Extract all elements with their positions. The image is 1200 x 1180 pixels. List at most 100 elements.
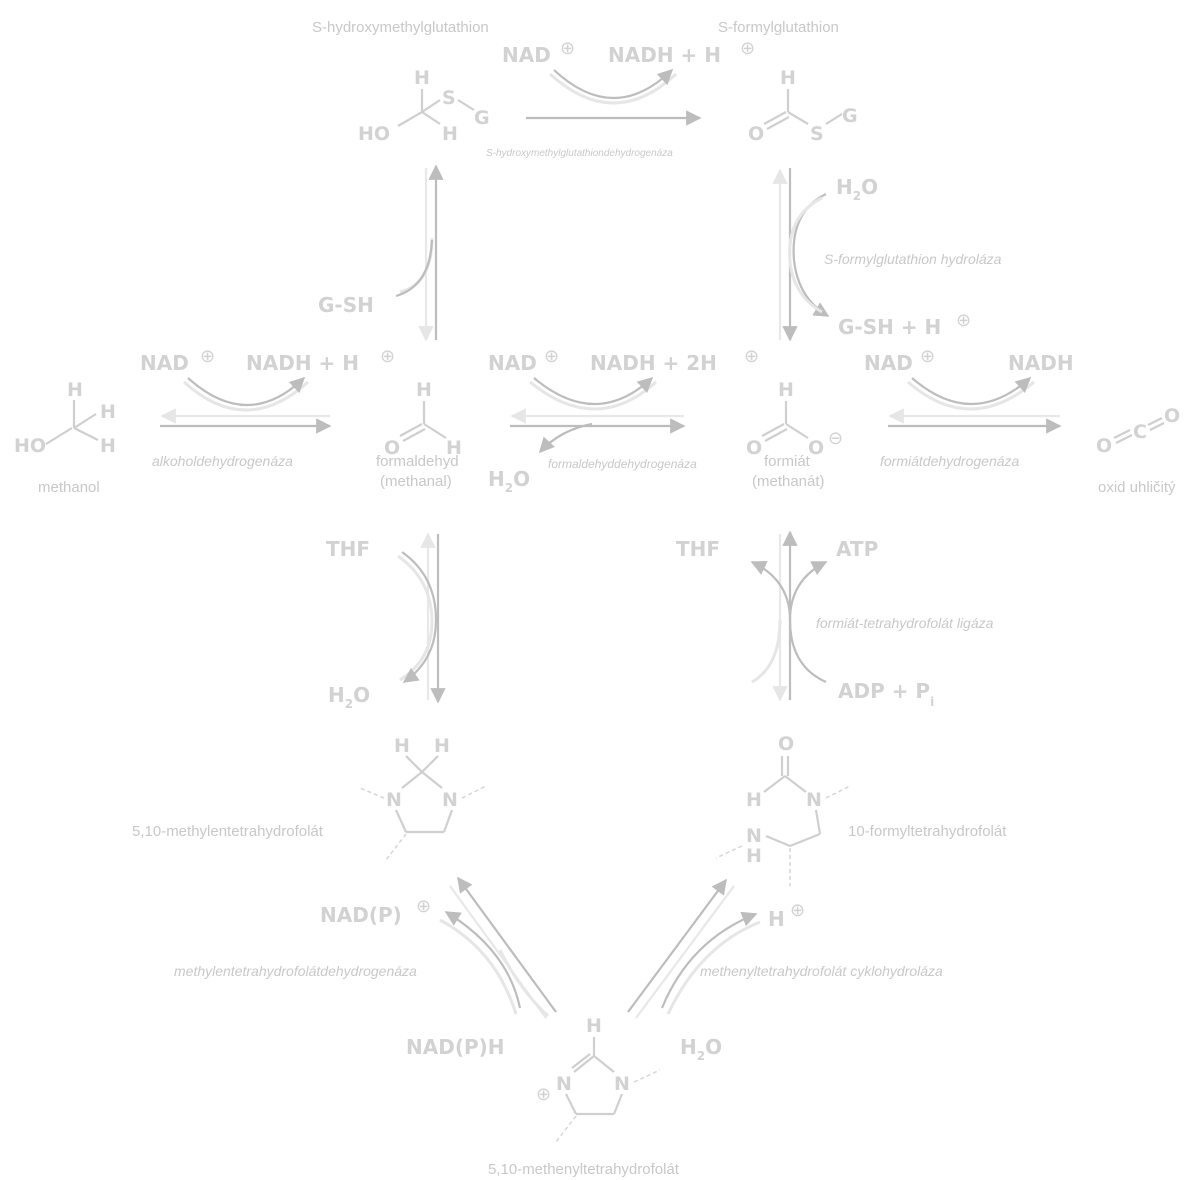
fthf-n1: N	[806, 789, 822, 811]
enzyme-hmgdh: S-hydroxymethylglutathiondehydrogenáza	[486, 148, 673, 159]
reaction-ftl: THF ATP ADP + Pi formiát-tetrahydrofolát…	[676, 530, 994, 709]
fgh-gsh-charge: ⊕	[956, 310, 971, 331]
reaction-fdh: NAD ⊕ NADH formiátdehydrogenáza	[864, 346, 1074, 469]
shmg-hydroxyl: HO	[358, 123, 390, 145]
hmgdh-nadh-charge: ⊕	[740, 38, 755, 59]
reaction-adh: NAD ⊕ NADH + H ⊕ alkoholdehydrogenáza	[140, 346, 395, 469]
sfg-h: H	[780, 67, 796, 89]
s-hydroxymethylglutathion-label: S-hydroxymethylglutathion	[312, 19, 489, 36]
formate-o1: O	[746, 437, 762, 459]
formate-label: formiát	[764, 453, 811, 470]
fdh-nad-charge: ⊕	[920, 346, 935, 367]
formaldehyde-h-top: H	[416, 379, 432, 401]
reaction-mthfd: NAD(P) ⊕ NAD(P)H methylentetrahydrofolát…	[174, 876, 557, 1059]
formate-h: H	[778, 379, 794, 401]
enzyme-mthfc: methenyltetrahydrofolát cyklohydroláza	[700, 963, 943, 979]
fthf-n2: N	[746, 825, 762, 847]
formaldehyde-o: O	[384, 437, 400, 459]
adp-pi-label: ADP + Pi	[838, 679, 934, 709]
mthfd-nadp: NAD(P)	[320, 903, 402, 927]
mthfc-h-plus-charge: ⊕	[790, 900, 805, 921]
fdh-nad: NAD	[864, 351, 913, 375]
s-formylglutathion-label: S-formylglutathion	[718, 19, 839, 36]
methenyl-thf-structure: H N N ⊕	[536, 1015, 661, 1143]
fthf-o: O	[778, 733, 794, 755]
co2-label: oxid uhličitý	[1098, 479, 1176, 496]
sfg-s: S	[810, 123, 824, 145]
methenyl-h: H	[586, 1015, 602, 1037]
fadh-nad: NAD	[488, 351, 537, 375]
thf-left-label: THF	[326, 537, 370, 561]
mthfd-nadp-charge: ⊕	[416, 896, 431, 917]
reaction-mthfc: H ⊕ H2O methenyltetrahydrofolát cyklohyd…	[627, 878, 943, 1063]
methenyl-thf-label: 5,10-methenyltetrahydrofolát	[488, 1161, 680, 1178]
gsh-label: G-SH	[318, 293, 374, 317]
reaction-fgh: H2O G-SH + H ⊕ S-formylglutathion hydrol…	[772, 168, 1002, 342]
mthfd-nadph: NAD(P)H	[406, 1035, 505, 1059]
hmgdh-nad: NAD	[502, 43, 551, 67]
formaldehyde-structure: H O H	[384, 379, 462, 459]
methenyl-n2: N	[614, 1073, 630, 1095]
formyl-thf-label: 10-formyltetrahydrofolát	[848, 823, 1007, 840]
enzyme-fgh: S-formylglutathion hydroláza	[824, 251, 1002, 267]
fadh-h2o: H2O	[488, 467, 530, 495]
enzyme-adh: alkoholdehydrogenáza	[152, 453, 293, 469]
thf-right-label: THF	[676, 537, 720, 561]
fadh-nadh: NADH + 2H	[590, 351, 717, 375]
adh-nad-charge: ⊕	[200, 346, 215, 367]
fgh-h2o: H2O	[836, 175, 878, 203]
shmg-s: S	[442, 87, 456, 109]
methanol-structure: HO H H H	[14, 379, 116, 457]
adh-nadh-charge: ⊕	[380, 346, 395, 367]
thf-left-h2o: H2O	[328, 683, 370, 711]
hmgdh-nad-charge: ⊕	[560, 38, 575, 59]
formaldehyde-label: formaldehyd	[376, 453, 459, 470]
fdh-nadh: NADH	[1008, 351, 1074, 375]
fthf-h1: H	[746, 789, 762, 811]
methenyl-plus-charge: ⊕	[536, 1084, 551, 1105]
co2-o1: O	[1096, 435, 1112, 457]
s-formylglutathion-structure: H O S G	[748, 67, 858, 145]
methanol-h-right: H	[100, 401, 116, 423]
mthf-h2: H	[434, 735, 450, 757]
formyl-thf-structure: O H N N H	[715, 733, 851, 886]
formate-o2: O	[808, 437, 824, 459]
formaldehyde-alt-label: (methanal)	[380, 473, 452, 490]
enzyme-ftl: formiát-tetrahydrofolát ligáza	[816, 615, 994, 631]
shmg-g: G	[474, 107, 490, 129]
sfg-g: G	[842, 105, 858, 127]
methanol-label: methanol	[38, 479, 100, 496]
methanol-h-bottom: H	[100, 435, 116, 457]
methanol-hydroxyl-label: HO	[14, 435, 46, 457]
mthfc-h-plus: H	[768, 907, 785, 931]
enzyme-fdh: formiátdehydrogenáza	[880, 453, 1020, 469]
co2-c: C	[1133, 421, 1147, 443]
formaldehyde-h-right: H	[446, 437, 462, 459]
methanol-h-top: H	[67, 379, 83, 401]
methylene-thf-label: 5,10-methylentetrahydrofolát	[132, 823, 324, 840]
reaction-thf-condensation: THF H2O	[326, 532, 446, 711]
fgh-gsh-h: G-SH + H	[838, 315, 941, 339]
mthf-h1: H	[394, 735, 410, 757]
formate-structure: H O O ⊖	[746, 379, 843, 459]
adh-nad: NAD	[140, 351, 189, 375]
mthfc-h2o: H2O	[680, 1035, 722, 1063]
methylene-thf-structure: H H N N	[359, 735, 487, 861]
shmg-h-bottom: H	[442, 123, 458, 145]
reaction-hmgdh: NAD ⊕ NADH + H ⊕ S-hydroxymethylglutathi…	[486, 38, 755, 159]
s-hydroxymethylglutathion-structure: H HO S H G	[358, 67, 490, 145]
hmgdh-nadh: NADH + H	[608, 43, 721, 67]
formate-minus-charge: ⊖	[828, 428, 843, 449]
formate-alt-label: (methanát)	[752, 473, 825, 490]
co2-structure: O C O	[1096, 405, 1180, 457]
fthf-h2: H	[746, 845, 762, 867]
mthf-n1: N	[386, 789, 402, 811]
fadh-nad-charge: ⊕	[544, 346, 559, 367]
reaction-fadh: NAD ⊕ NADH + 2H ⊕ H2O formaldehyddehydro…	[488, 346, 759, 495]
reaction-gsh-addition: G-SH	[318, 164, 444, 342]
shmg-h-top: H	[414, 67, 430, 89]
atp-label: ATP	[836, 537, 878, 561]
mthf-n2: N	[442, 789, 458, 811]
co2-o2: O	[1164, 405, 1180, 427]
